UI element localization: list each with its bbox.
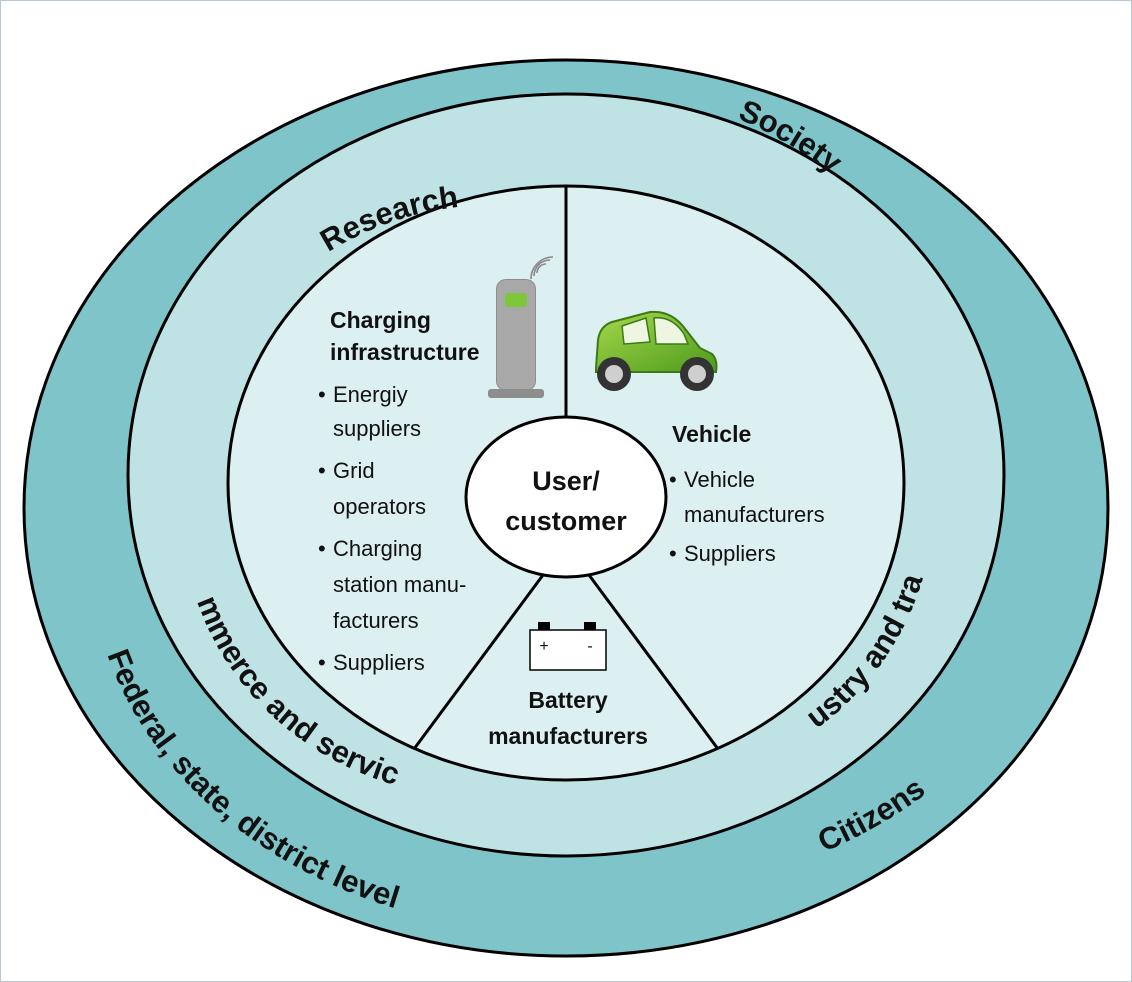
- center-label-line1: User/: [532, 466, 600, 496]
- vehicle-item-1-line1: Vehicle: [684, 467, 755, 492]
- charging-item-4-line1: Suppliers: [333, 650, 425, 675]
- charging-item-1-line1: Energiy: [333, 382, 408, 407]
- charging-item-1-line2: suppliers: [333, 416, 421, 441]
- charging-bullet-1: •: [318, 382, 326, 407]
- charging-item-2-line2: operators: [333, 494, 426, 519]
- charging-title-line1: Charging: [330, 307, 431, 333]
- charging-station-icon: [488, 256, 554, 398]
- charging-item-2-line1: Grid: [333, 458, 375, 483]
- battery-title-line1: Battery: [528, 687, 607, 713]
- battery-title-line2: manufacturers: [488, 723, 648, 749]
- vehicle-item-1-line2: manufacturers: [684, 502, 825, 527]
- charging-item-3-line1: Charging: [333, 536, 422, 561]
- charging-bullet-3: •: [318, 536, 326, 561]
- vehicle-bullet-1: •: [669, 467, 677, 492]
- divider-left: [412, 574, 545, 750]
- charging-item-3-line2: station manu-: [333, 572, 466, 597]
- center-label-line2: customer: [505, 506, 627, 536]
- divider-right: [587, 574, 720, 750]
- charging-bullet-4: •: [318, 650, 326, 675]
- car-icon: [595, 310, 718, 391]
- center-ellipse: [464, 415, 668, 579]
- charging-title-line2: infrastructure: [330, 339, 480, 365]
- vehicle-item-2-line1: Suppliers: [684, 541, 776, 566]
- battery-icon: + -: [529, 622, 607, 671]
- charging-bullet-2: •: [318, 458, 326, 483]
- vehicle-bullet-2: •: [669, 541, 677, 566]
- battery-plus: +: [539, 638, 548, 655]
- charging-item-3-line3: facturers: [333, 608, 419, 633]
- battery-minus: -: [587, 638, 592, 655]
- vehicle-title: Vehicle: [672, 421, 751, 447]
